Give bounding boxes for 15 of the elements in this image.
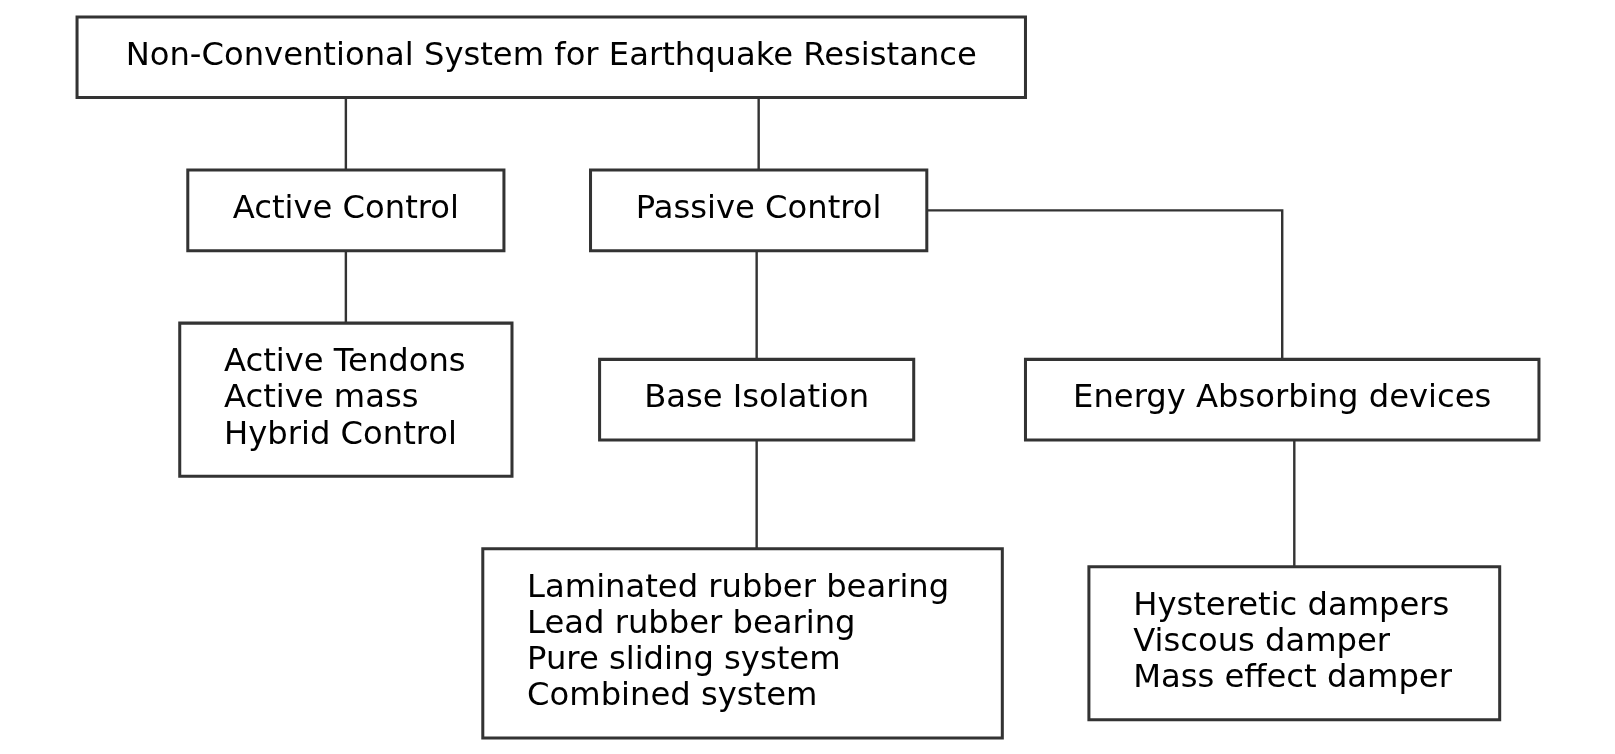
node-box: Passive Control <box>588 168 928 252</box>
node-box: Active Tendons Active mass Hybrid Control <box>177 321 513 478</box>
node-box: Base Isolation <box>597 357 915 441</box>
connector <box>344 250 347 323</box>
connector <box>926 208 1283 359</box>
node-box: Laminated rubber bearing Lead rubber bearing Pure sliding system Combined system <box>480 546 1004 739</box>
node-box: Non-Conventional System for Earthquake Resistance <box>75 15 1027 99</box>
connector <box>344 97 347 170</box>
connector <box>754 439 758 548</box>
connector <box>1292 439 1295 566</box>
node-box: Energy Absorbing devices <box>1023 357 1540 441</box>
node-box: Active Control <box>185 168 505 252</box>
connector <box>754 250 758 359</box>
connector <box>756 97 760 170</box>
node-box: Hysteretic dampers Viscous damper Mass effect damper <box>1086 564 1501 721</box>
